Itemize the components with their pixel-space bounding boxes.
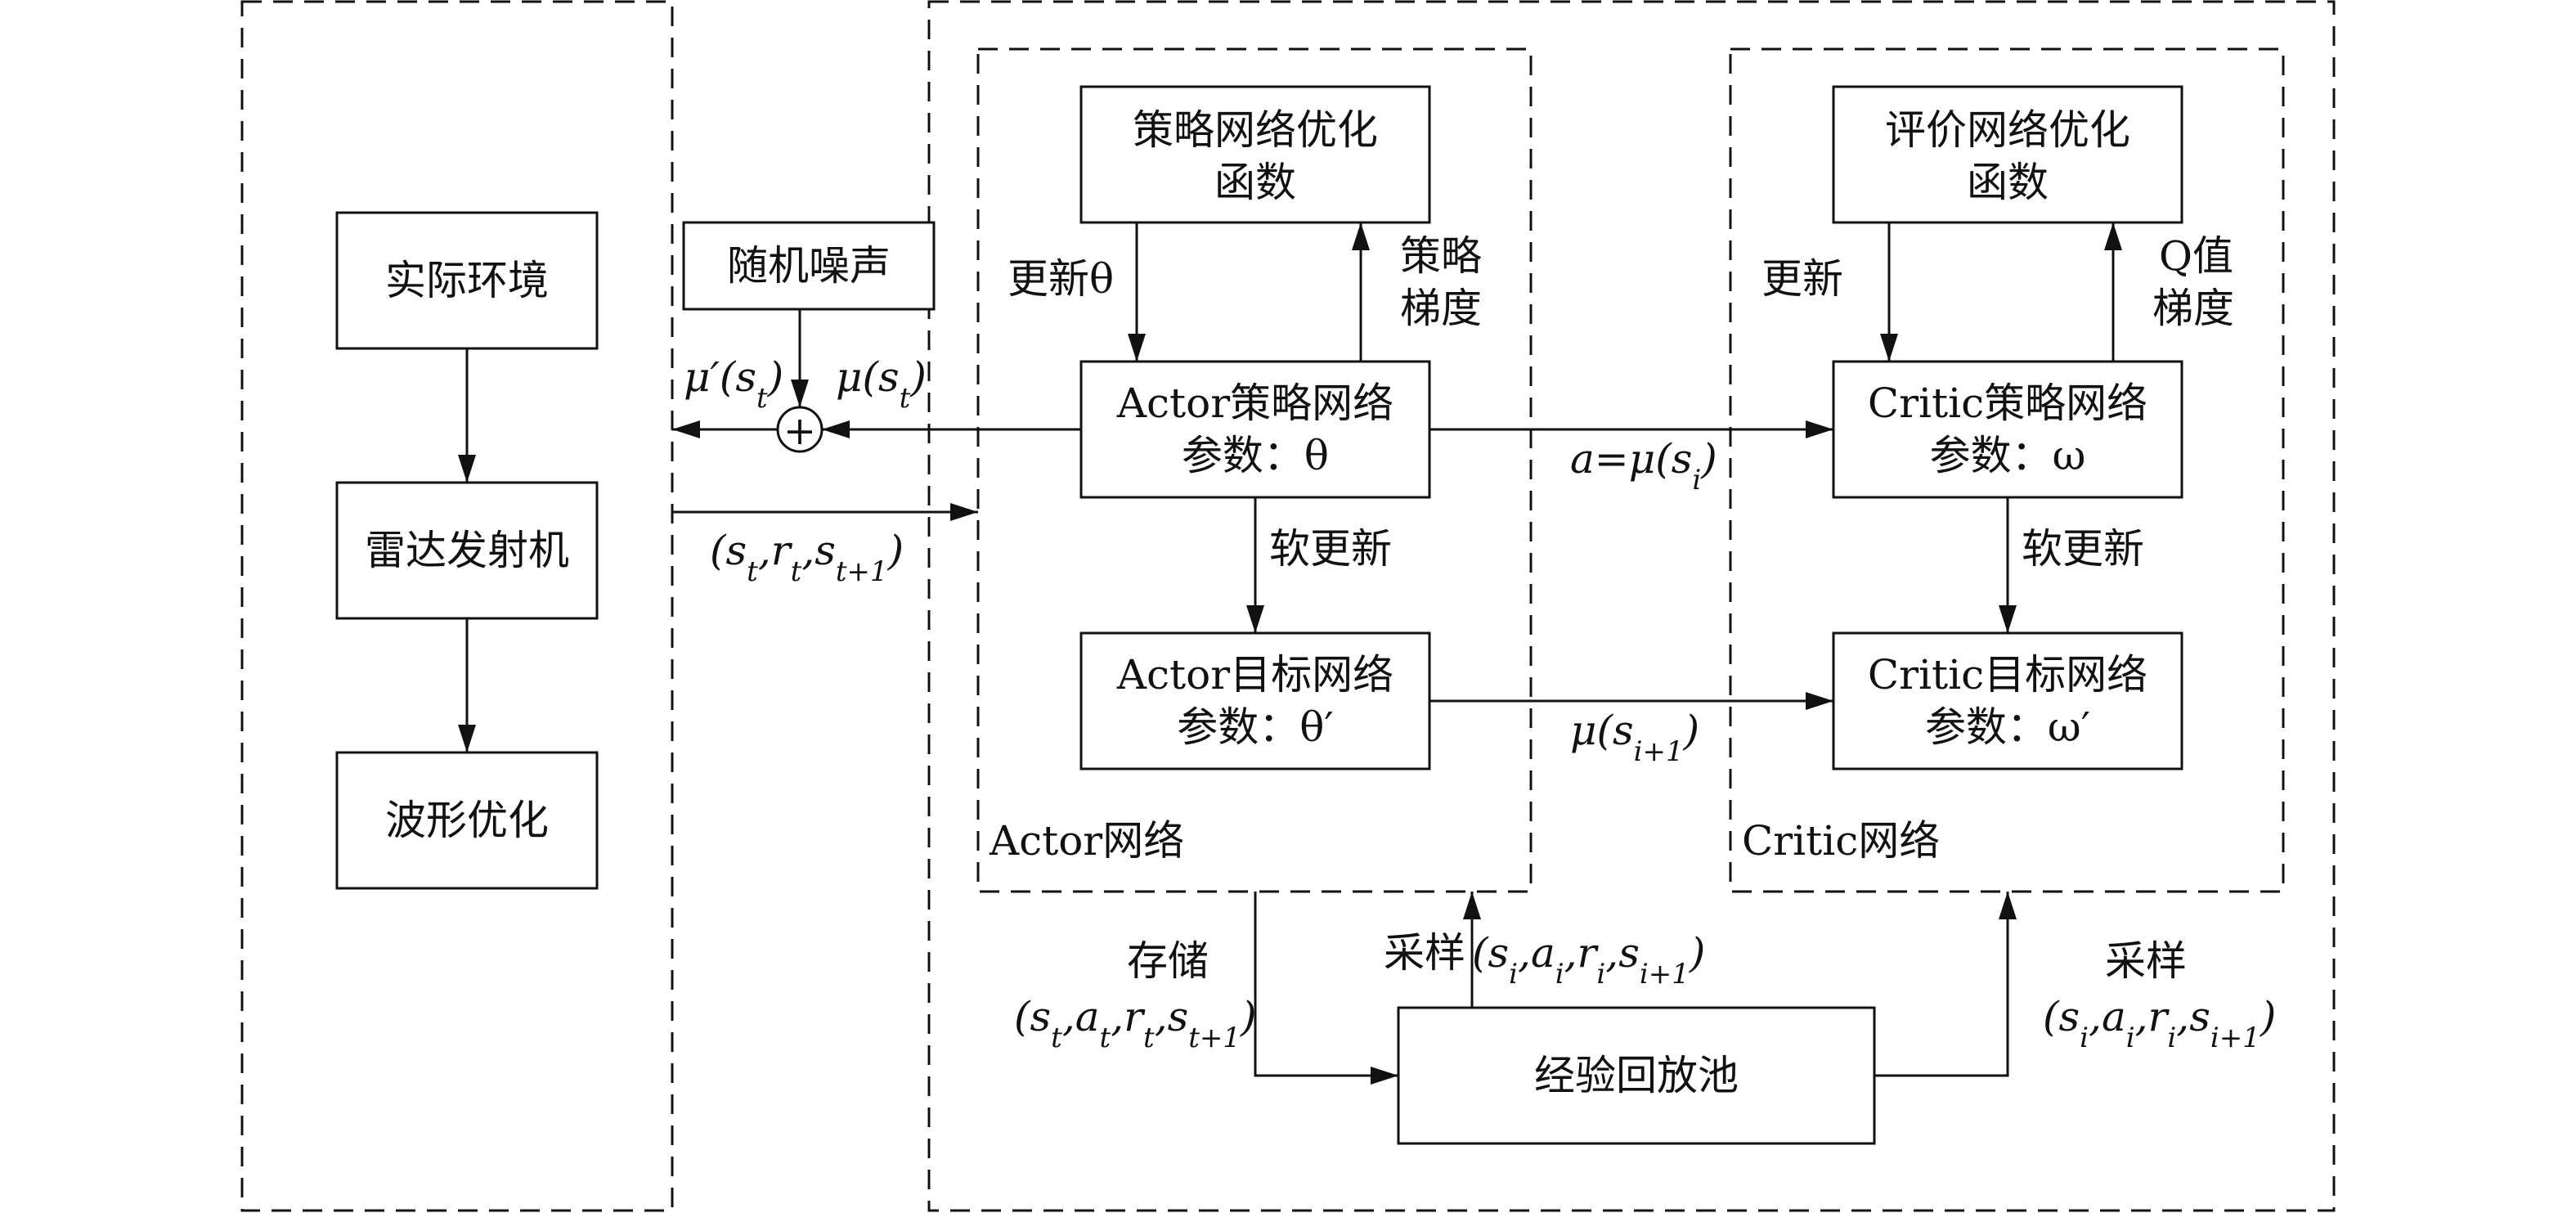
critic-target-line2: 参数：ω′ xyxy=(1925,703,2090,751)
actor-policy-line2: 参数：θ xyxy=(1182,432,1329,479)
sample-critic-label: 采样 xyxy=(2105,937,2187,985)
actor-group-label: Actor网络 xyxy=(989,817,1184,865)
radar-transmitter-label: 雷达发射机 xyxy=(365,527,569,574)
random-noise-box: 随机噪声 xyxy=(682,221,936,311)
critic-soft-update-label: 软更新 xyxy=(2022,525,2144,573)
agent-frame xyxy=(927,0,2336,1212)
critic-target-box: Critic目标网络 参数：ω′ xyxy=(1832,631,2183,770)
mu-label: μ(st) xyxy=(836,353,927,415)
sample-critic-tuple: (si,ai,ri,si+1) xyxy=(2043,993,2276,1054)
waveform-optimization-box: 波形优化 xyxy=(335,751,599,890)
random-noise-label: 随机噪声 xyxy=(727,242,891,290)
critic-policy-box: Critic策略网络 参数：ω xyxy=(1832,360,2183,499)
sample-actor-tuple: (si,ai,ri,si+1) xyxy=(1472,929,1705,991)
actor-optimizer-box: 策略网络优化 函数 xyxy=(1079,85,1431,224)
actor-network-frame xyxy=(976,47,1533,893)
sum-symbol: + xyxy=(783,408,816,454)
environment-frame xyxy=(240,0,674,1212)
critic-target-line1: Critic目标网络 xyxy=(1868,651,2147,699)
actor-optimizer-line1: 策略网络优化 xyxy=(1133,106,1378,154)
critic-update-label: 更新 xyxy=(1761,255,1843,303)
sample-to-critic-arrow xyxy=(1874,892,2017,1077)
critic-gradient-line1: Q值 xyxy=(2159,232,2233,280)
critic-optimizer-box: 评价网络优化 函数 xyxy=(1832,85,2183,224)
replay-buffer-box: 经验回放池 xyxy=(1397,1006,1876,1145)
actor-target-line2: 参数：θ′ xyxy=(1177,703,1333,751)
critic-optimizer-line2: 函数 xyxy=(1967,159,2049,206)
radar-transmitter-box: 雷达发射机 xyxy=(335,481,599,620)
action-link-label: a=μ(si) xyxy=(1570,435,1717,496)
actor-update-label: 更新θ xyxy=(1008,255,1114,303)
actor-target-line1: Actor目标网络 xyxy=(1116,651,1393,699)
actor-gradient-line1: 策略 xyxy=(1400,232,1482,280)
actor-optimizer-line2: 函数 xyxy=(1214,159,1296,206)
critic-policy-line1: Critic策略网络 xyxy=(1868,380,2147,427)
critic-optimizer-line1: 评价网络优化 xyxy=(1885,106,2130,154)
actor-gradient-line2: 梯度 xyxy=(1400,285,1482,332)
transition-label: (st,rt,st+1) xyxy=(710,527,904,588)
store-tuple: (st,at,rt,st+1) xyxy=(1014,993,1257,1054)
target-action-link-label: μ(si+1) xyxy=(1570,707,1699,768)
actor-policy-box: Actor策略网络 参数：θ xyxy=(1079,360,1431,499)
waveform-optimization-label: 波形优化 xyxy=(385,797,549,844)
real-environment-box: 实际环境 xyxy=(335,211,599,350)
sample-actor-label: 采样 xyxy=(1384,929,1465,977)
critic-network-frame xyxy=(1729,47,2285,893)
critic-policy-line2: 参数：ω xyxy=(1930,432,2086,479)
sum-node: + xyxy=(776,406,824,454)
critic-group-label: Critic网络 xyxy=(1742,817,1940,865)
real-environment-label: 实际环境 xyxy=(385,257,549,304)
actor-target-box: Actor目标网络 参数：θ′ xyxy=(1079,631,1431,770)
replay-buffer-label: 经验回放池 xyxy=(1534,1052,1739,1099)
store-arrow xyxy=(1254,892,1398,1085)
critic-gradient-line2: 梯度 xyxy=(2152,285,2234,332)
actor-soft-update-label: 软更新 xyxy=(1269,525,1392,573)
actor-policy-line1: Actor策略网络 xyxy=(1116,380,1393,427)
store-label: 存储 xyxy=(1127,937,1209,985)
mu-prime-label: μ′(st) xyxy=(684,353,783,415)
